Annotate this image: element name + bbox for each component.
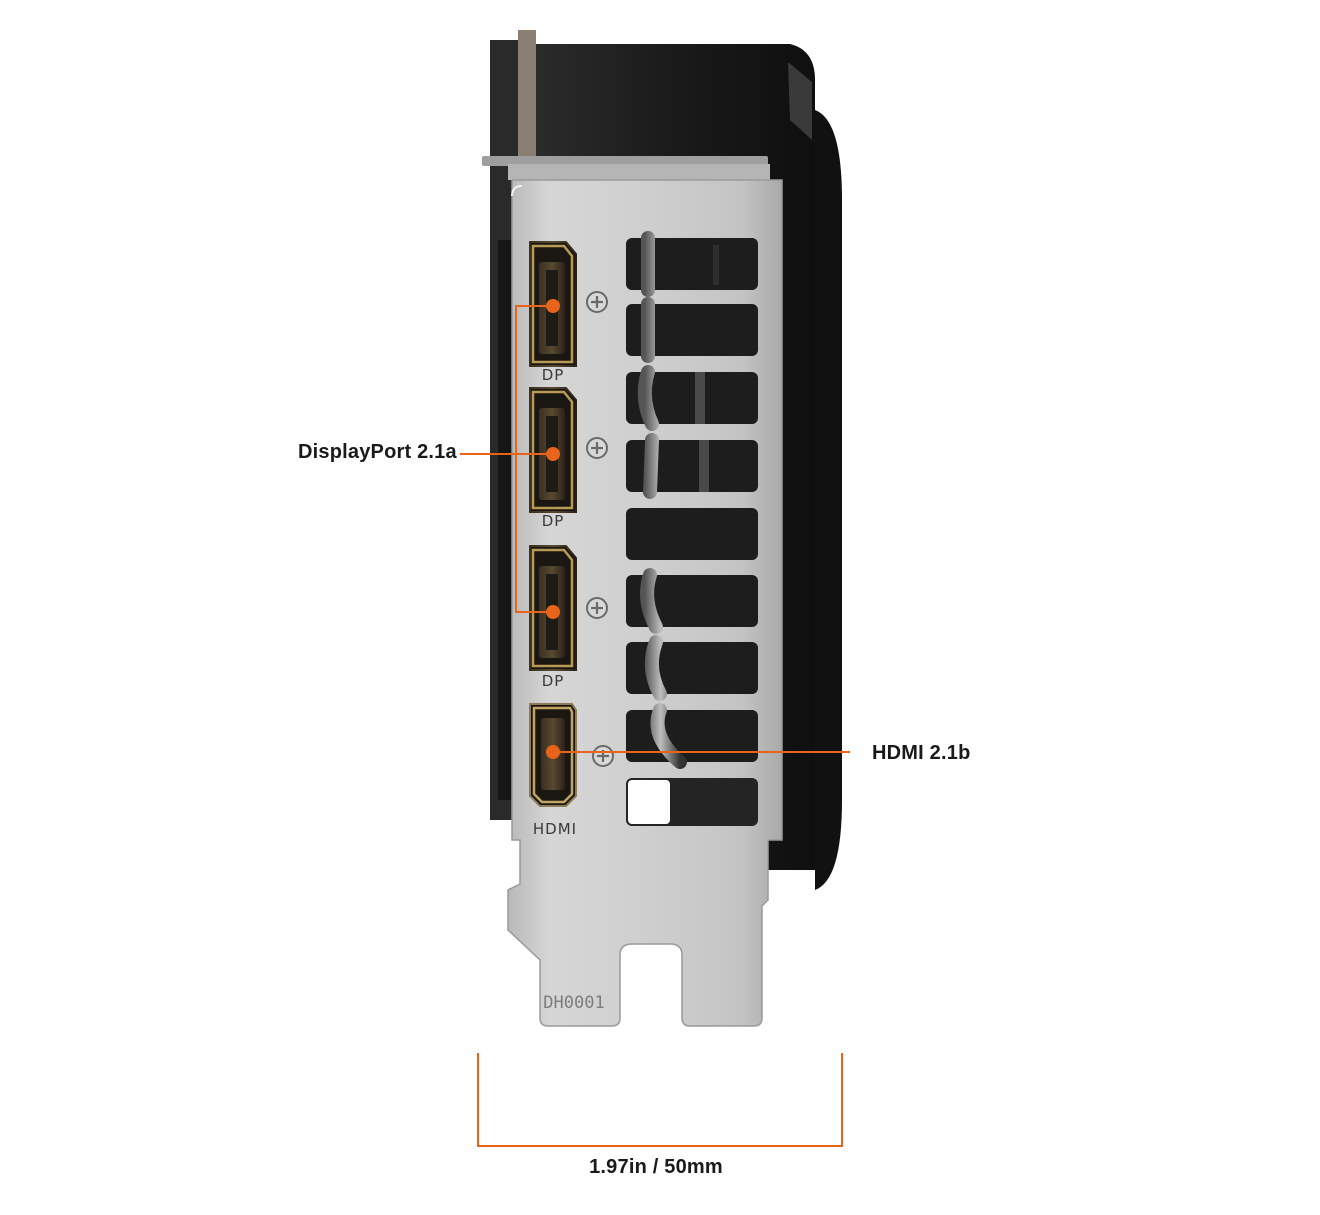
width-callout: 1.97in / 50mm bbox=[0, 1156, 1320, 1179]
screw-icon bbox=[586, 597, 608, 619]
callout-lines bbox=[460, 305, 850, 753]
screw-icon bbox=[592, 745, 614, 767]
callout-dots bbox=[546, 299, 560, 759]
port-label-dp-2: DP bbox=[542, 512, 565, 530]
bracket-stamp: DH0001 bbox=[543, 993, 604, 1013]
vent-slots bbox=[626, 231, 758, 826]
screw-icon bbox=[586, 437, 608, 459]
screw-icon bbox=[586, 291, 608, 313]
hdmi-callout: HDMI 2.1b bbox=[872, 742, 971, 764]
width-callout-text: 1.97in / 50mm bbox=[589, 1156, 723, 1178]
bracket-top-tab bbox=[482, 156, 770, 180]
displayport-callout: DisplayPort 2.1a bbox=[298, 441, 457, 463]
port-label-hdmi: HDMI bbox=[533, 820, 577, 838]
port-label-dp-3: DP bbox=[542, 672, 565, 690]
displayport-3[interactable] bbox=[529, 545, 577, 671]
port-label-dp-1: DP bbox=[542, 366, 565, 384]
width-dimension-line bbox=[477, 1053, 843, 1147]
